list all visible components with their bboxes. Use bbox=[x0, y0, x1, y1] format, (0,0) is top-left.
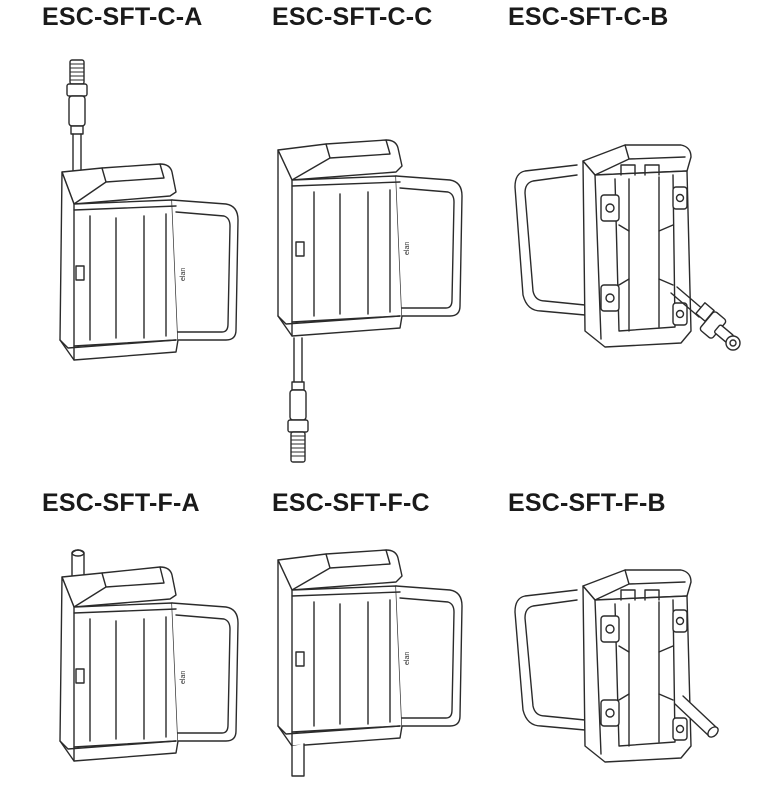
flying-lead-bottom bbox=[291, 743, 305, 777]
model-label-c-a: ESC-SFT-C-A bbox=[42, 3, 203, 31]
model-label-c-b: ESC-SFT-C-B bbox=[508, 3, 669, 31]
switch-drawing-c-b bbox=[505, 135, 755, 365]
svg-text:elan: elan bbox=[404, 242, 411, 255]
svg-text:elan: elan bbox=[404, 652, 411, 665]
flying-lead-side bbox=[674, 695, 719, 738]
cable-connector-bottom bbox=[287, 337, 309, 463]
cable-connector-top bbox=[66, 59, 88, 173]
model-label-c-c: ESC-SFT-C-C bbox=[272, 3, 433, 31]
switch-drawing-c-c: elan bbox=[268, 130, 483, 470]
svg-text:elan: elan bbox=[180, 268, 187, 281]
switch-drawing-c-a: elan bbox=[40, 40, 255, 380]
cable-connector-side bbox=[670, 286, 741, 351]
model-label-f-a: ESC-SFT-F-A bbox=[42, 489, 200, 517]
model-label-f-c: ESC-SFT-F-C bbox=[272, 489, 430, 517]
model-label-f-b: ESC-SFT-F-B bbox=[508, 489, 666, 517]
switch-drawing-f-c: elan bbox=[268, 540, 483, 780]
switch-drawing-f-b bbox=[505, 560, 755, 780]
switch-drawing-f-a: elan bbox=[40, 535, 255, 775]
svg-text:elan: elan bbox=[180, 671, 187, 684]
